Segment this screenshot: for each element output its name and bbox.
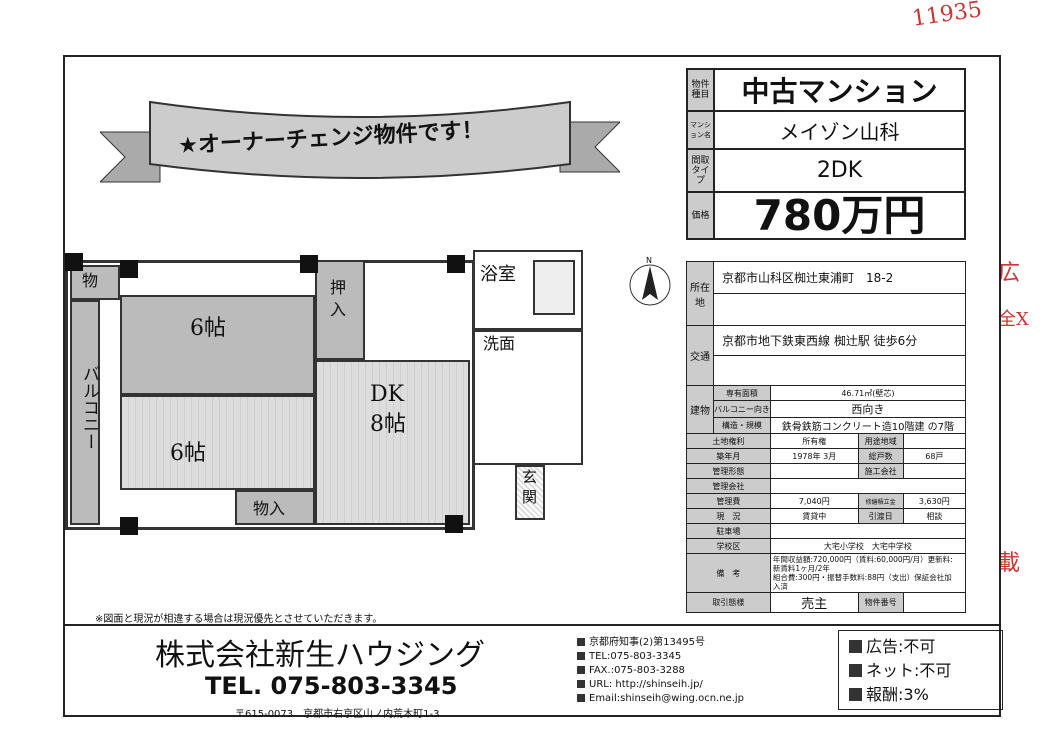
repair-fund: 3,630円 — [902, 493, 967, 509]
balcony-direction: 西向き — [769, 400, 967, 418]
remarks: 年間収益額:720,000円（賃料:60,000円/月）更新料:新賃料1ヶ月/2… — [769, 553, 967, 593]
label-mgmt-fee: 管理費 — [686, 493, 771, 509]
handwritten-note-1: 広 — [998, 261, 1021, 286]
label-building: 建物 — [686, 385, 714, 434]
compass-icon: N — [628, 256, 672, 308]
contact-url[interactable]: URL: http://shinseih.jp/ — [589, 679, 703, 690]
fee-condition: 報酬:3% — [866, 685, 929, 704]
builder — [902, 463, 967, 479]
entrance-label: 玄関 — [522, 468, 538, 506]
label-structure: 構造・規模 — [713, 417, 771, 434]
net-condition: ネット:不可 — [866, 661, 952, 680]
company-address: 〒615-0073 京都市右京区山ノ内荒木町1-3 — [235, 709, 440, 720]
company-tel: TEL. 075-803-3345 — [205, 672, 458, 700]
remarks-line: 新賃料1ヶ月/2年 — [772, 564, 830, 573]
remarks-line: 入済 — [772, 582, 788, 591]
layout-type: 2DK — [713, 148, 966, 193]
storage-label: 物 — [82, 271, 99, 290]
label-access: 交通 — [686, 325, 714, 386]
label-school: 学校区 — [686, 538, 771, 554]
structure: 鉄骨鉄筋コンクリート造10階建 の7階 — [769, 417, 967, 434]
built-date: 1978年 3月 — [769, 448, 859, 464]
label-built: 築年月 — [686, 448, 771, 464]
license-number: 京都府知事(2)第13495号 — [589, 637, 705, 648]
contact-fax: FAX.:075-803-3288 — [589, 665, 685, 676]
compass-north: N — [646, 256, 652, 265]
label-name: マンション名 — [686, 110, 715, 150]
property-number — [902, 592, 967, 613]
flyer-frame — [63, 55, 1001, 717]
land-rights: 所有権 — [769, 433, 859, 449]
label-layout: 間取タイプ — [686, 148, 715, 193]
company-name: 株式会社新生ハウジング — [155, 638, 485, 673]
room-6jo-2: 6帖 — [170, 441, 206, 466]
remarks-line: 年間収益額:720,000円（賃料:60,000円/月）更新料: — [772, 555, 953, 564]
label-deal: 取引態様 — [686, 592, 771, 613]
mgmt-fee: 7,040円 — [769, 493, 859, 509]
property-type: 中古マンション — [713, 68, 966, 112]
contact-tel: TEL:075-803-3345 — [589, 651, 682, 662]
mgmt-company — [769, 478, 967, 494]
label-parking: 駐車場 — [686, 523, 771, 539]
label-mgmt-co: 管理会社 — [686, 478, 771, 494]
remarks-line: 組合費:300円・振替手数料:88円（支出）保証会社加 — [772, 573, 952, 582]
area: 46.71㎡(壁芯) — [769, 385, 967, 401]
label-units: 総戸数 — [857, 448, 904, 464]
disclaimer-note: ※図面と現況が相違する場合は現況優先とさせていただきます。 — [95, 614, 383, 625]
label-handover: 引渡日 — [857, 508, 904, 524]
access: 京都市地下鉄東西線 椥辻駅 徒歩6分 — [713, 325, 966, 356]
label-status: 現 況 — [686, 508, 771, 524]
ribbon-banner: ★オーナーチェンジ物件です！ — [100, 92, 620, 188]
ad-condition: 広告:不可 — [866, 637, 936, 656]
label-land: 土地権利 — [686, 433, 771, 449]
balcony-label: バルコニー — [79, 365, 99, 450]
floor-plan: 物 バルコニー 6帖 6帖 押入 DK 8帖 物入 浴室 洗面 玄関 — [65, 245, 590, 545]
zoning — [902, 433, 967, 449]
total-units: 68戸 — [902, 448, 967, 464]
handwritten-note-3: 載 — [998, 551, 1021, 576]
mgmt-form — [769, 463, 859, 479]
room-6jo-1: 6帖 — [190, 316, 226, 341]
parking — [769, 523, 967, 539]
closet-label: 押入 — [330, 278, 347, 319]
price: 780万円 — [713, 191, 966, 240]
label-balcony: バルコニー向き — [713, 400, 771, 418]
contact-info: 京都府知事(2)第13495号 TEL:075-803-3345 FAX.:07… — [577, 636, 744, 706]
footer-divider — [63, 624, 1001, 626]
contact-email[interactable]: Email:shinseih@wing.ocn.ne.jp — [589, 693, 745, 704]
handover: 相談 — [902, 508, 967, 524]
label-remarks: 備 考 — [686, 553, 771, 593]
label-address: 所在地 — [686, 261, 714, 326]
building-name: メイゾン山科 — [713, 110, 966, 150]
label-area: 専有面積 — [713, 385, 771, 401]
room-dk: DK 8帖 — [370, 382, 406, 437]
label-number: 物件番号 — [857, 592, 904, 613]
handwritten-number: 11935 — [910, 0, 984, 32]
details-table: 所在地京都市山科区椥辻東浦町 18-2 交通京都市地下鉄東西線 椥辻駅 徒歩6分… — [686, 261, 967, 613]
label-builder: 施工会社 — [857, 463, 904, 479]
label-mgmt-form: 管理形態 — [686, 463, 771, 479]
bath-label: 浴室 — [480, 264, 516, 285]
label-repair: 修繕積立金 — [857, 493, 904, 509]
label-price: 価格 — [686, 191, 715, 240]
wash-label: 洗面 — [483, 334, 516, 353]
handwritten-note-2: 全X — [998, 309, 1029, 330]
address: 京都市山科区椥辻東浦町 18-2 — [713, 261, 966, 294]
label-type: 物件種目 — [686, 68, 715, 112]
conditions-box: 広告:不可 ネット:不可 報酬:3% — [838, 630, 1003, 710]
status: 賃貸中 — [769, 508, 859, 524]
label-zoning: 用途地域 — [857, 433, 904, 449]
storage2-label: 物入 — [253, 499, 286, 518]
deal-type: 売主 — [769, 592, 859, 613]
school-district: 大宅小学校 大宅中学校 — [769, 538, 967, 554]
